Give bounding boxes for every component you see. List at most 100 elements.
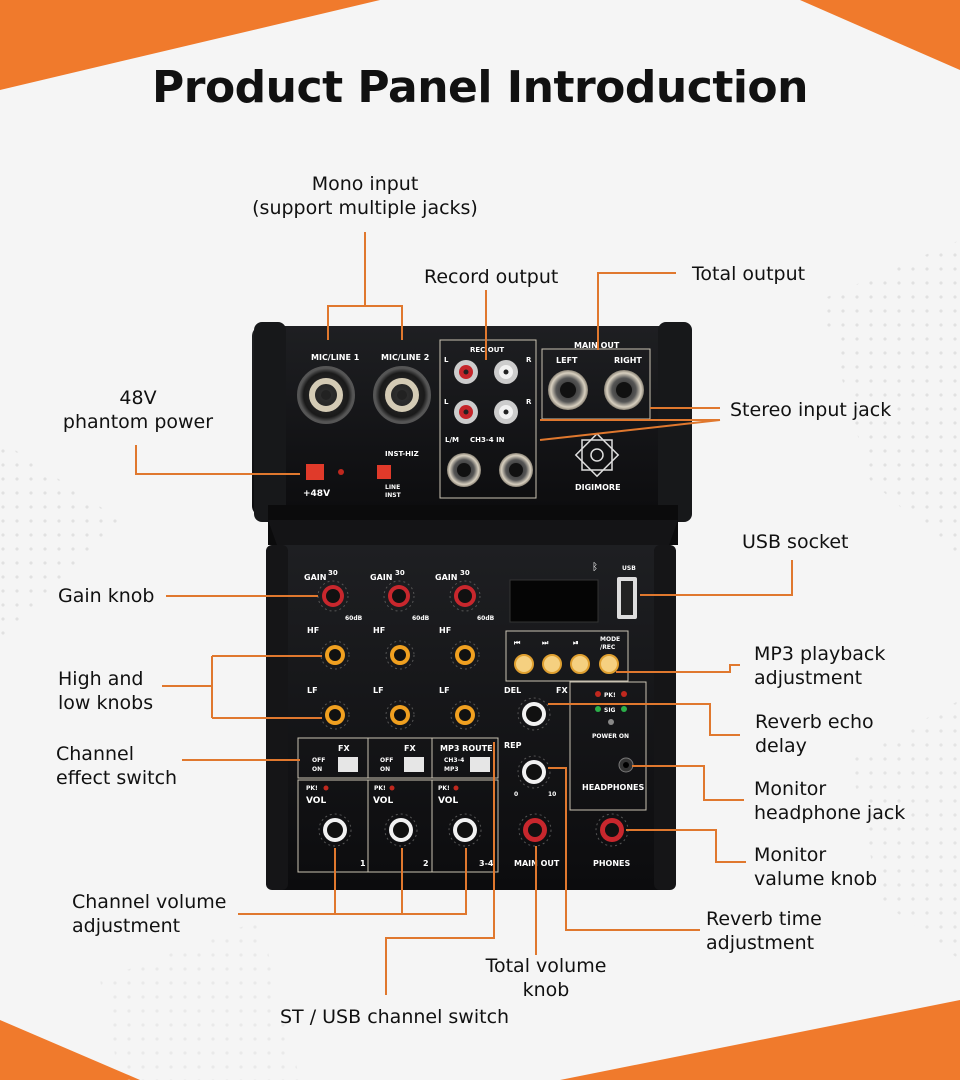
svg-text:R: R xyxy=(526,398,532,406)
line-inst-switch[interactable]: LINE INST xyxy=(377,465,402,499)
svg-text:GAIN: GAIN xyxy=(304,573,326,582)
svg-text:MP3: MP3 xyxy=(444,766,459,773)
inst-hiz-label: INST-HIZ xyxy=(385,450,419,458)
svg-text:2: 2 xyxy=(423,859,429,868)
svg-text:HF: HF xyxy=(439,626,451,635)
callout-stereo-input: Stereo input jack xyxy=(730,399,892,421)
svg-text:L/M: L/M xyxy=(445,436,459,444)
hf-knob-ch34[interactable] xyxy=(450,640,480,670)
svg-text:ON: ON xyxy=(380,766,390,773)
bluetooth-icon: ᛒ xyxy=(592,562,598,573)
lf-knob-ch1[interactable] xyxy=(320,700,350,730)
corner-accent-bottom-right xyxy=(560,1000,960,1080)
svg-text:MP3 ROUTE: MP3 ROUTE xyxy=(440,744,493,753)
mic-line-1-input[interactable]: MIC/LINE 1 xyxy=(297,353,360,424)
ch34-jack-r[interactable] xyxy=(499,453,533,487)
hf-knob-ch2[interactable] xyxy=(385,640,415,670)
svg-text:1: 1 xyxy=(360,859,366,868)
svg-text:DEL: DEL xyxy=(504,686,521,695)
main-out-left-jack[interactable] xyxy=(548,370,588,410)
fx-switch-ch2[interactable] xyxy=(404,757,424,772)
svg-text:30: 30 xyxy=(460,569,470,577)
svg-text:LF: LF xyxy=(307,686,318,695)
svg-text:⏮: ⏮ xyxy=(514,639,521,647)
lf-knob-ch34[interactable] xyxy=(450,700,480,730)
callout-total-output: Total output xyxy=(692,263,806,285)
headphone-jack[interactable] xyxy=(618,757,634,773)
ch34-in-label: CH3-4 IN xyxy=(470,436,505,444)
svg-text:3-4: 3-4 xyxy=(479,859,494,868)
callout-gain-knob: Gain knob xyxy=(58,585,155,607)
svg-text:USB: USB xyxy=(622,565,636,572)
svg-text:FX: FX xyxy=(556,686,568,695)
svg-text:VOL: VOL xyxy=(438,796,458,806)
svg-text:VOL: VOL xyxy=(373,796,393,806)
callout-high-low-knobs: High and low knobs xyxy=(58,668,154,714)
callout-mp3-playback: MP3 playback adjustment xyxy=(754,643,886,689)
mp3-mode-button[interactable] xyxy=(599,654,619,674)
svg-text:DIGIMORE: DIGIMORE xyxy=(575,483,621,492)
lf-knob-ch2[interactable] xyxy=(385,700,415,730)
svg-text:60dB: 60dB xyxy=(412,615,430,622)
svg-text:L: L xyxy=(444,356,449,364)
main-out-knob[interactable] xyxy=(518,813,552,847)
svg-text:⏭: ⏭ xyxy=(542,639,549,647)
usb-port[interactable] xyxy=(617,577,637,619)
callout-mono-input: Mono input (support multiple jacks) xyxy=(252,173,478,219)
svg-text:LF: LF xyxy=(439,686,450,695)
gain-knob-ch34[interactable] xyxy=(449,580,481,612)
mic-line-2-input[interactable]: MIC/LINE 2 xyxy=(373,353,431,424)
svg-text:HF: HF xyxy=(373,626,385,635)
callout-monitor-volume: Monitor valume knob xyxy=(754,844,878,890)
phantom-48v-switch[interactable]: +48V xyxy=(303,464,344,499)
svg-text:LEFT: LEFT xyxy=(556,356,578,365)
svg-text:/REC: /REC xyxy=(600,644,616,651)
svg-text:60dB: 60dB xyxy=(345,615,363,622)
svg-text:MIC/LINE 1: MIC/LINE 1 xyxy=(311,353,360,362)
callout-total-volume: Total volume knob xyxy=(485,955,607,1001)
svg-text:HEADPHONES: HEADPHONES xyxy=(582,783,645,792)
callout-reverb-echo: Reverb echo delay xyxy=(755,711,874,757)
mp3-next-button[interactable] xyxy=(542,654,562,674)
ch34-jack-l[interactable] xyxy=(447,453,481,487)
callout-channel-volume: Channel volume adjustment xyxy=(72,891,227,937)
svg-text:60dB: 60dB xyxy=(477,615,495,622)
svg-text:PK!: PK! xyxy=(438,785,450,792)
mp3-route-switch[interactable] xyxy=(470,757,490,772)
gain-knobs: GAIN GAIN GAIN 30 30 30 60dB 60dB 60dB xyxy=(304,569,495,622)
svg-text:SIG: SIG xyxy=(604,707,616,714)
hf-knob-ch1[interactable] xyxy=(320,640,350,670)
gain-knob-ch2[interactable] xyxy=(383,580,415,612)
callout-monitor-headphone: Monitor headphone jack xyxy=(754,778,906,824)
vol-knob-ch34[interactable] xyxy=(448,813,482,847)
mp3-play-button[interactable] xyxy=(570,654,590,674)
rec-out-rca-r[interactable] xyxy=(494,360,518,384)
ch34-rca-l[interactable] xyxy=(454,400,478,424)
vol-knob-ch2[interactable] xyxy=(384,813,418,847)
svg-text:VOL: VOL xyxy=(306,796,326,806)
svg-text:OFF: OFF xyxy=(380,757,393,764)
svg-text:PK!: PK! xyxy=(306,785,318,792)
rec-out-label: REC OUT xyxy=(470,346,504,354)
callout-reverb-time: Reverb time adjustment xyxy=(706,908,822,954)
fx-delay-knob[interactable] xyxy=(517,697,551,731)
svg-text:R: R xyxy=(526,356,532,364)
corner-accent-bottom-left xyxy=(0,1020,140,1080)
callout-phantom-power: 48V phantom power xyxy=(62,387,214,433)
svg-text:PK!: PK! xyxy=(604,692,616,699)
main-out-right-jack[interactable] xyxy=(604,370,644,410)
fx-switch-ch1[interactable] xyxy=(338,757,358,772)
svg-text:LINE: LINE xyxy=(385,484,400,491)
svg-text:L: L xyxy=(444,398,449,406)
svg-text:FX: FX xyxy=(404,744,416,753)
vol-knob-ch1[interactable] xyxy=(318,813,352,847)
rec-out-rca-l[interactable] xyxy=(454,360,478,384)
svg-text:MIC/LINE 2: MIC/LINE 2 xyxy=(381,353,429,362)
svg-text:LF: LF xyxy=(373,686,384,695)
ch34-rca-r[interactable] xyxy=(494,400,518,424)
fx-repeat-knob[interactable] xyxy=(517,755,551,789)
svg-text:PHONES: PHONES xyxy=(593,859,631,868)
mp3-prev-button[interactable] xyxy=(514,654,534,674)
